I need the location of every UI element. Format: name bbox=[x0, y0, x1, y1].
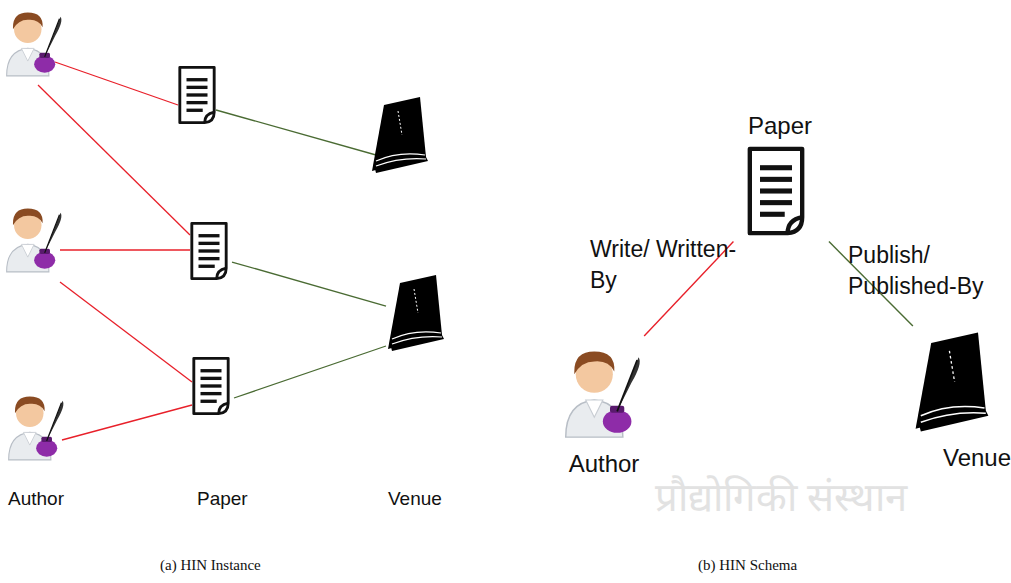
column-label: Paper bbox=[197, 488, 248, 510]
icon-holder bbox=[548, 336, 660, 444]
caption-text: (a) HIN Instance bbox=[160, 557, 261, 574]
icon-holder bbox=[896, 326, 1011, 438]
relation-label: Write/ Written-By bbox=[590, 234, 750, 296]
paper-node: Paper bbox=[728, 112, 832, 242]
venue-node: Venue bbox=[896, 326, 1011, 472]
node-label: Paper bbox=[728, 112, 832, 140]
column-label: Venue bbox=[388, 488, 442, 510]
column-label: Author bbox=[8, 488, 64, 510]
author-node: Author bbox=[548, 336, 660, 478]
watermark: प्रौद्योगिकी संस्थान bbox=[655, 468, 907, 523]
author-icon bbox=[557, 340, 643, 440]
node-label: Venue bbox=[910, 444, 1011, 472]
node-label: Author bbox=[548, 450, 660, 478]
venue-icon bbox=[910, 330, 994, 434]
paper-icon bbox=[744, 144, 808, 238]
relation-label: Publish/ Published-By bbox=[848, 240, 1008, 302]
caption-text: (b) HIN Schema bbox=[698, 557, 797, 574]
icon-holder bbox=[728, 140, 832, 242]
